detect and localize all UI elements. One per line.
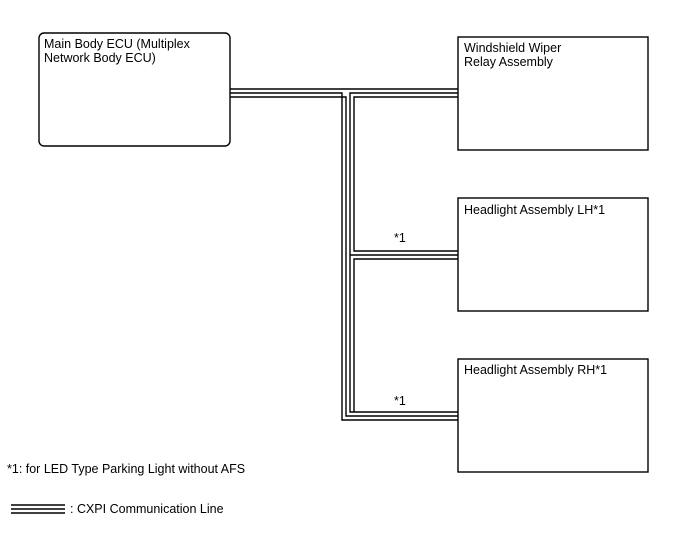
cxpi-line-legend-icon	[11, 504, 65, 514]
wiper-relay-label-line2: Relay Assembly	[464, 55, 554, 69]
main-body-ecu-label-line2: Network Body ECU)	[44, 51, 156, 65]
headlight-lh-box: Headlight Assembly LH*1	[457, 197, 649, 312]
main-body-ecu-box: Main Body ECU (Multiplex Network Body EC…	[38, 32, 231, 147]
main-body-ecu-label-line1: Main Body ECU (Multiplex	[44, 37, 191, 51]
footnote: *1: for LED Type Parking Light without A…	[7, 462, 245, 476]
legend-label: : CXPI Communication Line	[70, 502, 224, 516]
legend: : CXPI Communication Line	[11, 502, 224, 516]
rh-branch-label: *1	[394, 394, 406, 408]
headlight-lh-label: Headlight Assembly LH*1	[464, 203, 605, 217]
headlight-rh-box: Headlight Assembly RH*1	[457, 358, 649, 473]
lh-branch-label: *1	[394, 231, 406, 245]
wiper-relay-label-line1: Windshield Wiper	[464, 41, 561, 55]
headlight-rh-label: Headlight Assembly RH*1	[464, 363, 607, 377]
cxpi-communication-bus	[230, 88, 458, 421]
windshield-wiper-relay-box: Windshield Wiper Relay Assembly	[457, 36, 649, 151]
